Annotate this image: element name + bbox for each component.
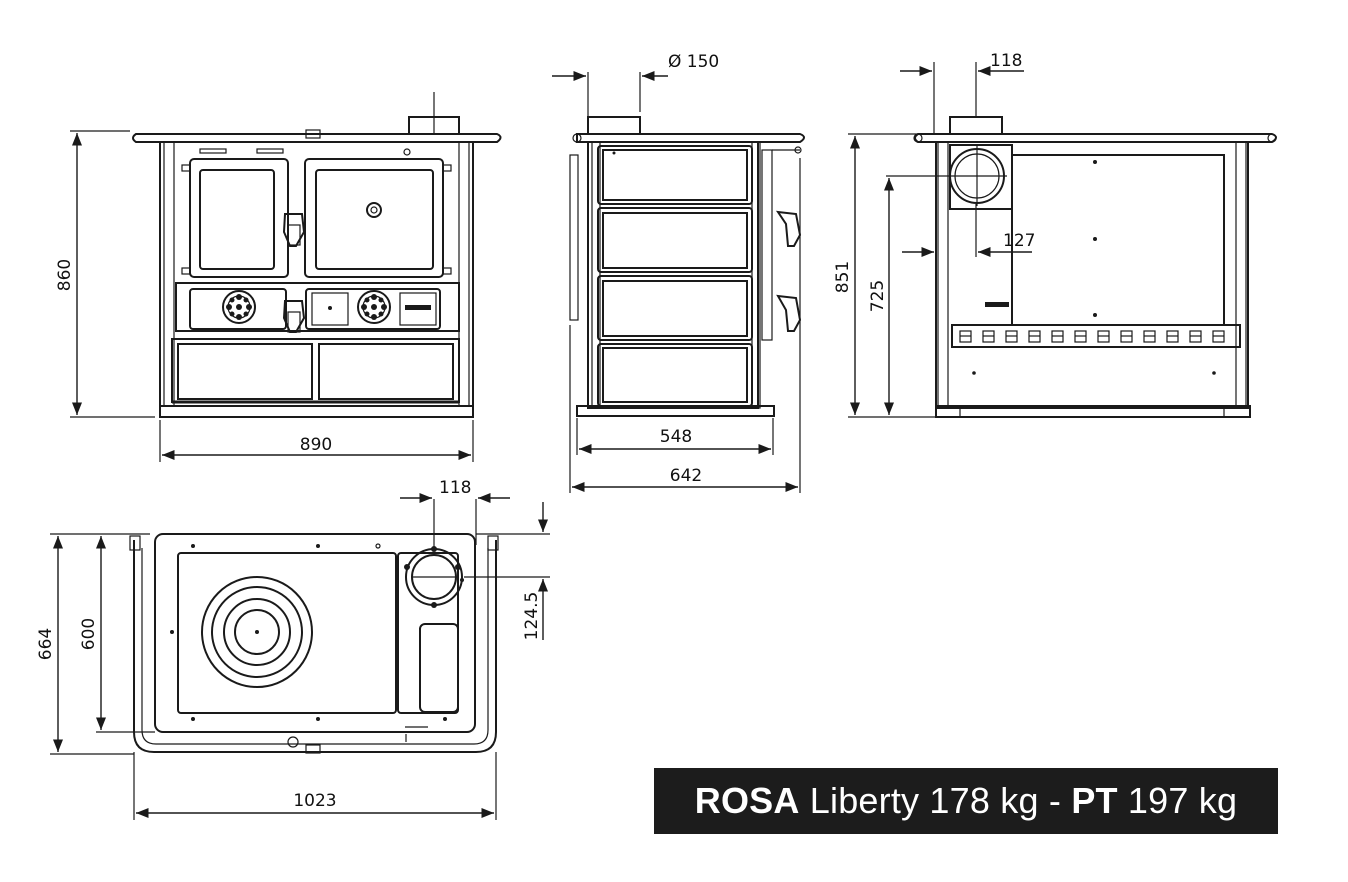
model-name: ROSA — [694, 780, 800, 821]
top-view: 118 124.5 664 600 1023 — [36, 478, 550, 820]
front-view: 860 890 — [55, 92, 502, 462]
top-inner-depth-label: 600 — [79, 618, 99, 650]
rear-flue-height-label: 725 — [868, 280, 888, 312]
variant-name: PT — [1071, 780, 1118, 821]
rear-vents — [959, 330, 1225, 343]
rear-view: 118 127 — [833, 51, 1277, 418]
model-title-banner: ROSA Liberty 178 kg - PT 197 kg — [654, 768, 1278, 834]
top-total-depth-label: 664 — [36, 628, 56, 660]
air-regulator-right — [357, 290, 391, 324]
rear-flue-inset-label: 127 — [1003, 231, 1035, 251]
rear-flue-offset-label: 118 — [990, 51, 1022, 71]
top-total-width-label: 1023 — [293, 791, 336, 811]
side-inner-depth-label: 548 — [660, 427, 692, 447]
model-weight: Liberty 178 kg - — [799, 780, 1072, 821]
air-regulator-left — [222, 290, 256, 324]
side-view: Ø 150 548 642 — [552, 52, 805, 493]
rear-total-height-label: 851 — [833, 261, 853, 293]
front-width-label: 890 — [300, 435, 332, 455]
front-height-label: 860 — [55, 259, 75, 291]
variant-weight: 197 kg — [1117, 780, 1238, 821]
top-flue-depth-label: 124.5 — [522, 592, 542, 641]
side-total-depth-label: 642 — [670, 466, 702, 486]
flue-diameter-label: Ø 150 — [668, 52, 719, 72]
top-flue-offset-label: 118 — [439, 478, 471, 498]
